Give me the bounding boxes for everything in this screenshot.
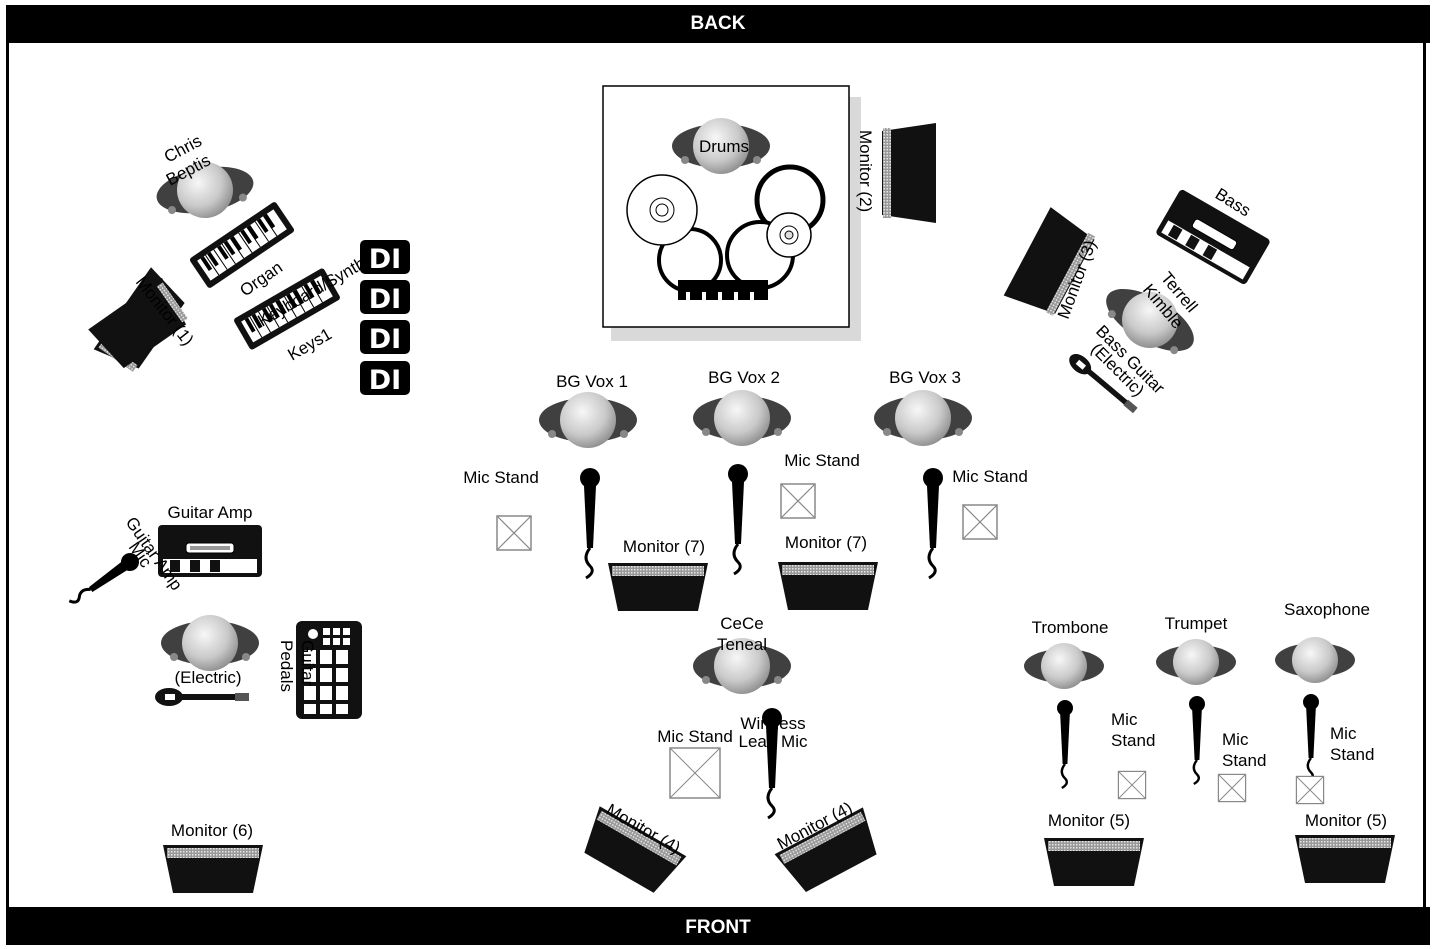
di-boxes: DI DI DI DI <box>360 240 410 396</box>
pedals-label-line1: Guitar <box>298 640 317 687</box>
bgvox3-label: BG Vox 3 <box>889 368 961 387</box>
microphone-icon <box>1301 692 1321 784</box>
microphone-icon <box>921 466 945 580</box>
person-icon <box>539 392 637 448</box>
wedge-monitor-icon <box>608 563 708 611</box>
mic-stand-icon <box>496 515 532 551</box>
monitor-5a: Monitor (5) <box>1044 811 1144 886</box>
mic-stand-icon <box>780 483 816 519</box>
bass-amp: Bass <box>1156 184 1270 285</box>
monitor-1: Monitor (1) <box>88 267 197 372</box>
wedge-monitor-icon <box>163 845 263 893</box>
trombone-position: Trombone Mic Stand <box>1024 618 1155 800</box>
mic-label: Mic <box>1330 724 1357 743</box>
person-icon <box>693 390 791 446</box>
cece-label-line1: CeCe <box>720 614 763 633</box>
di-label: DI <box>369 244 401 275</box>
pedals-label-line2: Pedals <box>277 640 296 692</box>
electric-guitar-icon <box>155 688 249 706</box>
mic-stand-icon <box>1295 775 1325 805</box>
wireless-label-line1: Wireless <box>740 714 805 733</box>
keys1-keyboard: Keyboard/Synth Keys1 <box>232 254 369 364</box>
trumpet-position: Trumpet Mic Stand <box>1156 614 1266 803</box>
monitor-5b: Monitor (5) <box>1295 811 1395 883</box>
saxophone-position: Saxophone Mic Stand <box>1275 600 1374 805</box>
chris-beptis-position: Chris Beptis <box>151 131 259 227</box>
keys1-label: Keys1 <box>285 324 335 364</box>
wedge-monitor-icon <box>1295 835 1395 883</box>
mic-stand-label: Mic Stand <box>657 727 733 746</box>
monitor-4b: Monitor (4) <box>774 798 886 897</box>
monitor5-label: Monitor (5) <box>1048 811 1130 830</box>
monitor2-label: Monitor (2) <box>856 130 875 212</box>
cece-label-line2: Teneal <box>717 635 767 654</box>
monitor-4a: Monitor (4) <box>575 800 687 898</box>
drums-label: Drums <box>699 137 749 156</box>
mic-stand-icon <box>962 504 998 540</box>
bgvox1-label: BG Vox 1 <box>556 372 628 391</box>
trumpet-label: Trumpet <box>1165 614 1228 633</box>
monitor6-label: Monitor (6) <box>171 821 253 840</box>
mic-label: Mic <box>1111 710 1138 729</box>
monitor-3: Monitor (3) <box>1003 207 1100 321</box>
wedge-monitor-icon <box>1044 838 1144 886</box>
bg-vox-1: BG Vox 1 Mic Stand <box>463 372 637 580</box>
di-label: DI <box>369 284 401 315</box>
monitor7-label: Monitor (7) <box>623 537 705 556</box>
di-label: DI <box>369 324 401 355</box>
monitor-6: Monitor (6) <box>163 821 263 893</box>
guitarist-position: (Electric) <box>155 615 259 706</box>
microphone-icon <box>1055 698 1075 790</box>
wireless-label-line2: Lead Mic <box>739 732 808 751</box>
terrell-kimble-position: Terrell Kimble Bass Guitar (Electric) <box>1065 268 1207 417</box>
mic-label: Mic <box>1222 730 1249 749</box>
guitar-pedals: Guitar Pedals <box>277 621 362 719</box>
microphone-icon <box>726 462 750 576</box>
monitor-7a: Monitor (7) <box>608 537 708 611</box>
person-icon <box>874 390 972 446</box>
cece-teneal-position: CeCe Teneal Wireless Lead Mic Mic Stand <box>657 614 808 820</box>
stand-label: Stand <box>1330 745 1374 764</box>
monitor7-label: Monitor (7) <box>785 533 867 552</box>
microphone-icon <box>1187 694 1207 786</box>
back-banner: BACK <box>6 5 1430 43</box>
trombone-label: Trombone <box>1032 618 1109 637</box>
bg-vox-3: BG Vox 3 Mic Stand <box>874 368 1028 580</box>
guitar-amp: Guitar Amp <box>157 503 263 578</box>
mic-stand-icon <box>1217 773 1247 803</box>
drum-kit-icon <box>626 164 826 301</box>
bgvox2-label: BG Vox 2 <box>708 368 780 387</box>
di-label: DI <box>369 365 401 396</box>
mic-stand-icon <box>1117 770 1147 800</box>
mic-stand-label: Mic Stand <box>952 467 1028 486</box>
monitor5-label: Monitor (5) <box>1305 811 1387 830</box>
stand-label: Stand <box>1222 751 1266 770</box>
microphone-icon <box>578 466 602 580</box>
stand-label: Stand <box>1111 731 1155 750</box>
bg-vox-2: BG Vox 2 Mic Stand <box>693 368 860 576</box>
stage-frame <box>6 43 1426 907</box>
drum-riser: Drums <box>602 85 861 341</box>
saxophone-label: Saxophone <box>1284 600 1370 619</box>
electric-label: (Electric) <box>174 668 241 687</box>
mic-stand-label: Mic Stand <box>463 468 539 487</box>
front-banner: FRONT <box>6 907 1430 945</box>
wedge-monitor-icon <box>778 562 878 610</box>
mic-stand-label: Mic Stand <box>784 451 860 470</box>
monitor-2: Monitor (2) <box>856 123 936 223</box>
monitor-7b: Monitor (7) <box>778 533 878 610</box>
guitar-amp-label: Guitar Amp <box>167 503 252 522</box>
person-icon <box>161 615 259 671</box>
